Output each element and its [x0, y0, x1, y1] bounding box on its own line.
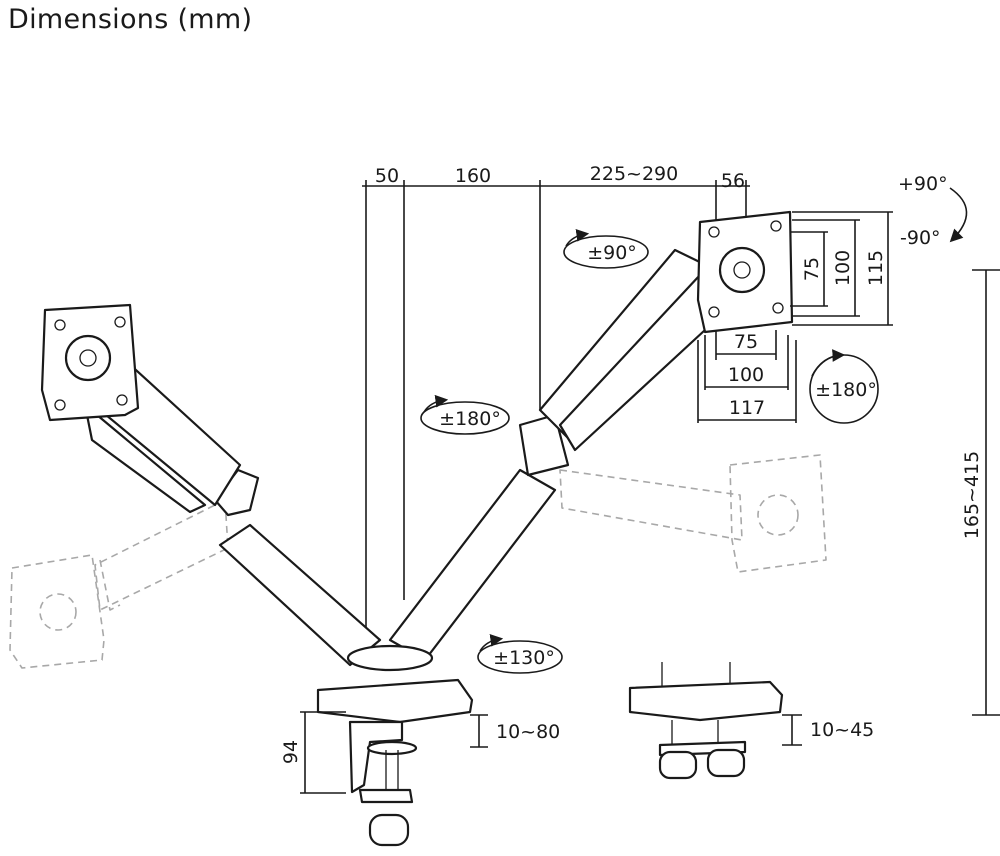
dim-clamp-thickness: 10~80 [496, 721, 560, 743]
right-arm [388, 210, 794, 662]
base-swivel-label: ±130° [493, 647, 555, 669]
dim-height-range: 165~415 [961, 451, 983, 539]
dim-grommet-thickness: 10~45 [810, 719, 874, 741]
dim-vesa-100-v: 100 [832, 250, 854, 286]
vesa-dimension-lines [697, 211, 893, 423]
rotation-badge-plate [809, 349, 879, 424]
dim-vesa-75-v: 75 [801, 257, 823, 281]
dim-56: 56 [721, 170, 745, 192]
rotate-plate-label: ±180° [815, 379, 877, 401]
tilt-down-label: -90° [900, 227, 941, 249]
ghost-left-arm [9, 499, 229, 669]
dim-vesa-75-h: 75 [734, 331, 758, 353]
dim-vesa-115-v: 115 [865, 250, 887, 286]
left-arm [40, 303, 382, 667]
base-and-clamp [316, 644, 474, 847]
ghost-right-arm [559, 454, 827, 573]
tilt-up-label: +90° [898, 173, 948, 195]
rotation-badge-base [477, 634, 563, 674]
rotation-badge-arm [420, 394, 510, 435]
dim-vesa-100-h: 100 [728, 364, 764, 386]
arm-swivel-label: ±180° [439, 408, 501, 430]
swivel-head-label: ±90° [587, 242, 637, 264]
dim-clamp-height: 94 [280, 740, 302, 764]
dim-50: 50 [375, 165, 399, 187]
grommet-base [628, 662, 784, 780]
dimension-labels: 50 160 225~290 56 75 100 117 75 100 115 … [280, 163, 983, 764]
height-range-line [972, 269, 1000, 716]
tilt-arc [949, 187, 968, 243]
dim-160: 160 [455, 165, 491, 187]
page-title: Dimensions (mm) [8, 4, 253, 35]
dim-vesa-117-h: 117 [729, 397, 765, 419]
reference-lines [362, 180, 750, 640]
rotation-labels: +90° -90° ±90° ±180° ±180° ±130° [439, 173, 947, 669]
dim-225-290: 225~290 [590, 163, 678, 185]
clamp-dimension-lines [300, 711, 802, 794]
rotation-badge-head [563, 229, 649, 269]
